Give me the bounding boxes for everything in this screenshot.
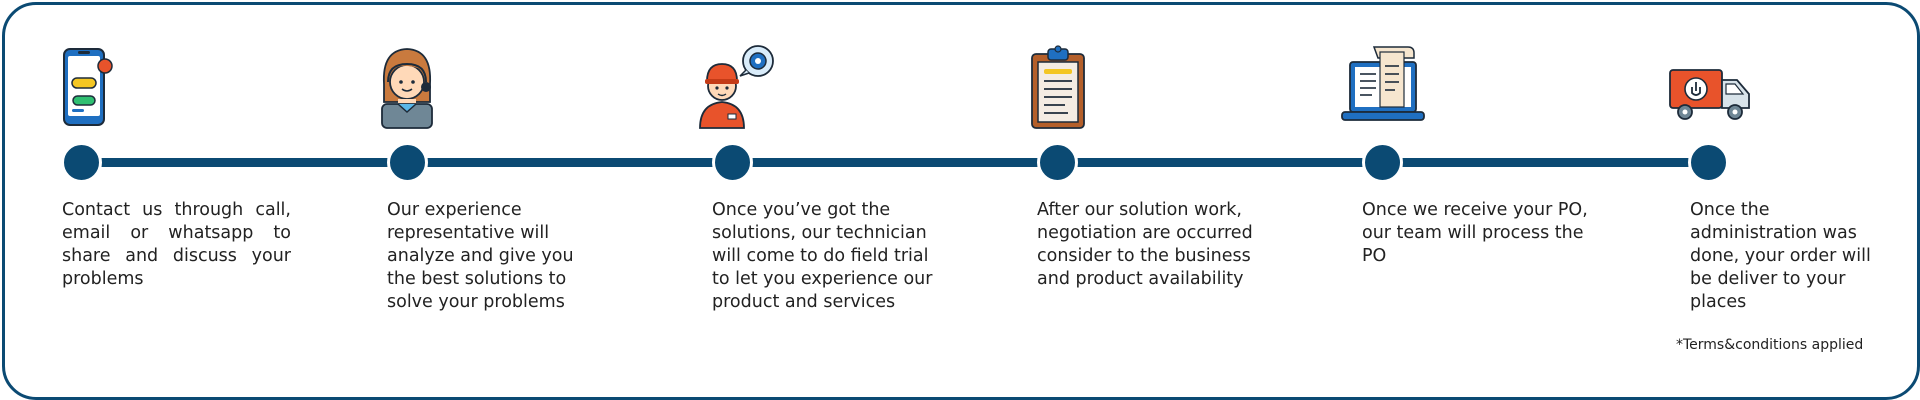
customer-service-representative-icon bbox=[381, 48, 433, 129]
delivery-truck-icon bbox=[1669, 69, 1750, 120]
step-1-text: Contact us through call, email or whatsa… bbox=[62, 200, 291, 289]
step-2-text: Our experience representative will analy… bbox=[387, 200, 574, 312]
timeline-node-2 bbox=[387, 142, 428, 183]
timeline-node-1 bbox=[61, 142, 102, 183]
timeline-line bbox=[82, 158, 1708, 167]
step-4-text: After our solution work, negotiation are… bbox=[1037, 200, 1253, 289]
timeline-node-4 bbox=[1037, 142, 1078, 183]
timeline-node-6 bbox=[1688, 142, 1729, 183]
terms-footnote: *Terms&conditions applied bbox=[1676, 337, 1864, 353]
technician-gear-icon bbox=[699, 45, 774, 129]
smartphone-chat-icon bbox=[63, 48, 113, 126]
timeline-node-3 bbox=[712, 142, 753, 183]
step-6-text: Once the administration was done, your o… bbox=[1690, 200, 1871, 312]
step-5-text: Once we receive your PO, our team will p… bbox=[1362, 200, 1588, 266]
clipboard-checklist-icon bbox=[1031, 45, 1085, 129]
step-3-text: Once you’ve got the solutions, our techn… bbox=[712, 200, 933, 312]
timeline-node-5 bbox=[1362, 142, 1403, 183]
laptop-document-icon bbox=[1341, 46, 1425, 121]
